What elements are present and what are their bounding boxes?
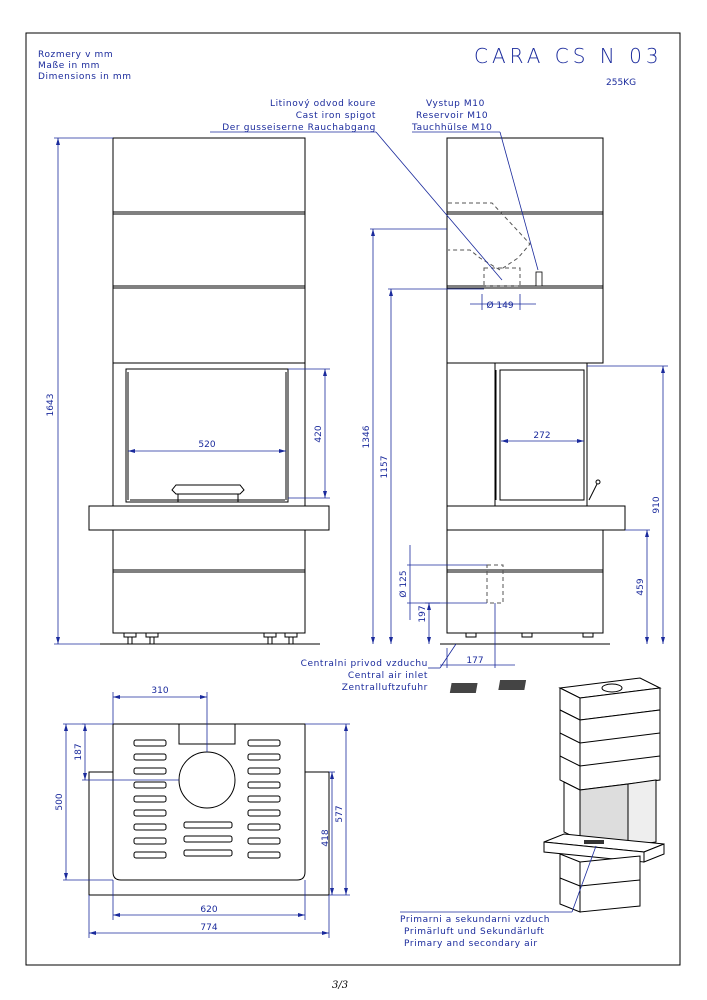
outlet-label-de: Tauchhülse M10 (411, 123, 493, 133)
dim-top-577: 577 (335, 805, 345, 822)
central-air-en: Central air inlet (348, 671, 428, 681)
product-weight: 255KG (606, 78, 636, 88)
product-title: CARA CS N 03 (474, 44, 663, 68)
outlet-m10 (535, 271, 543, 287)
primary-air-cz: Primarni a sekundarni vzduch (400, 915, 550, 925)
primary-air-en: Primary and secondary air (404, 939, 538, 949)
dim-top-310: 310 (151, 686, 168, 696)
spigot-label-en: Cast iron spigot (296, 111, 376, 121)
dim-top-418: 418 (321, 829, 331, 846)
front-dimensions: 1643 520 420 (46, 137, 330, 645)
dim-side-flue: Ø 149 (486, 300, 513, 311)
top-vents-right (247, 739, 281, 859)
dim-side-910: 910 (652, 496, 662, 513)
page-number: 3/3 (332, 980, 348, 991)
top-vents-left (133, 739, 167, 859)
primary-air-callout: Primarni a sekundarni vzduch Primärluft … (400, 845, 597, 949)
dim-side-197: 197 (418, 605, 428, 622)
dim-side-459: 459 (636, 578, 646, 595)
dim-front-window: 420 (314, 425, 324, 442)
dim-side-1157: 1157 (380, 456, 390, 479)
spigot-label-de: Der gusseiserne Rauchabgang (222, 123, 376, 133)
side-body-back (446, 362, 496, 507)
outlet-label-cz: Vystup M10 (426, 99, 485, 109)
dim-top-620: 620 (200, 905, 217, 915)
side-lower-body (446, 529, 604, 634)
front-glass (125, 368, 289, 503)
dim-top-774: 774 (200, 923, 217, 933)
dim-top-187: 187 (74, 743, 84, 760)
front-lower-body (112, 529, 306, 634)
dims-line-en: Dimensions in mm (38, 72, 132, 82)
sheet-frame (25, 32, 681, 966)
top-view (88, 723, 330, 896)
central-air-de: Zentralluftzufuhr (342, 683, 428, 693)
side-view (440, 137, 626, 645)
dim-side-177: 177 (466, 656, 483, 666)
side-dimensions: 1346 1157 Ø 149 272 910 459 Ø 125 197 17… (362, 228, 668, 668)
outlet-callout: Vystup M10 Reservoir M10 Tauchhülse M10 (411, 99, 539, 271)
top-dimensions: 310 187 500 577 418 620 774 (55, 686, 350, 938)
dim-front-width: 520 (198, 440, 215, 450)
spigot-callout: Litinový odvod koure Cast iron spigot De… (210, 99, 503, 281)
side-shelf (446, 505, 626, 531)
dims-line-cz: Rozmery v mm (38, 50, 113, 60)
dim-side-1346: 1346 (362, 425, 372, 448)
dimensions-note: Rozmery v mm Maße in mm Dimensions in mm (38, 50, 132, 82)
front-view (88, 137, 330, 645)
central-air-callout: Centralni privod vzduchu Central air inl… (301, 643, 457, 693)
grate-handle (171, 484, 245, 495)
front-shelf (88, 505, 330, 531)
dim-top-500: 500 (55, 793, 65, 810)
outlet-label-en: Reservoir M10 (416, 111, 488, 121)
central-air-cz: Centralni privod vzduchu (301, 659, 428, 669)
front-upper-body (112, 137, 306, 364)
spigot-label-cz: Litinový odvod koure (270, 99, 376, 109)
side-flue-elbow (448, 202, 531, 271)
dims-line-de: Maße in mm (38, 61, 100, 71)
top-vents-center (183, 821, 233, 857)
dim-front-height: 1643 (46, 394, 56, 417)
primary-air-de: Primärluft und Sekundärluft (404, 927, 545, 937)
dim-side-depth: 272 (533, 431, 550, 441)
dim-side-inlet: Ø 125 (398, 570, 409, 597)
perspective-view (449, 677, 665, 913)
top-body (112, 723, 306, 881)
